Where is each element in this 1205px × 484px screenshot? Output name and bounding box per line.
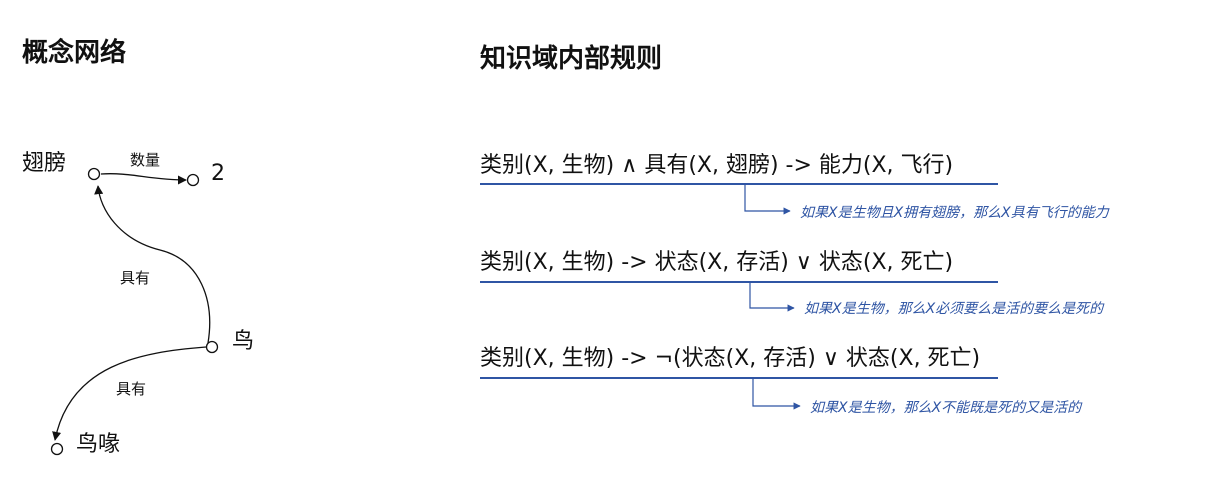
rule-note-2: 如果X是生物，那么X必须要么是活的要么是死的 xyxy=(804,301,1104,317)
node-wings xyxy=(87,167,101,181)
rule-underline-1 xyxy=(480,183,998,185)
rule-underline-3 xyxy=(480,377,998,379)
edge-wings-two xyxy=(100,173,187,185)
node-beak xyxy=(50,442,64,456)
node-label-two: 2 xyxy=(211,161,225,186)
node-label-bird: 鸟 xyxy=(232,329,255,354)
concept-network-title: 概念网络 xyxy=(22,38,127,68)
edge-label-bird-beak: 具有 xyxy=(116,380,147,398)
connector-2 xyxy=(749,282,795,312)
connector-1 xyxy=(744,184,791,215)
concept-network-graph xyxy=(50,167,219,456)
domain-rules-title: 知识域内部规则 xyxy=(480,44,663,74)
edge-bird-beak xyxy=(52,346,207,441)
rule-underline-2 xyxy=(480,281,998,283)
rule-note-1: 如果X是生物且X拥有翅膀，那么X具有飞行的能力 xyxy=(800,205,1109,221)
rule-formula-3: 类别(X, 生物) -> ¬(状态(X, 存活) ∨ 状态(X, 死亡) xyxy=(480,346,981,371)
rule-formula-2: 类别(X, 生物) -> 状态(X, 存活) ∨ 状态(X, 死亡) xyxy=(480,250,954,275)
node-label-wings: 翅膀 xyxy=(22,151,67,176)
edge-label-bird-wings: 具有 xyxy=(120,269,151,287)
edge-label-wings-two: 数量 xyxy=(130,151,161,169)
node-bird xyxy=(205,340,219,354)
node-label-beak: 鸟喙 xyxy=(76,432,121,457)
connector-3 xyxy=(752,378,801,410)
edge-bird-wings xyxy=(94,185,211,344)
rule-formula-1: 类别(X, 生物) ∧ 具有(X, 翅膀) -> 能力(X, 飞行) xyxy=(480,153,954,178)
node-two xyxy=(186,173,200,187)
rule-note-3: 如果X是生物，那么X不能既是死的又是活的 xyxy=(810,400,1082,416)
